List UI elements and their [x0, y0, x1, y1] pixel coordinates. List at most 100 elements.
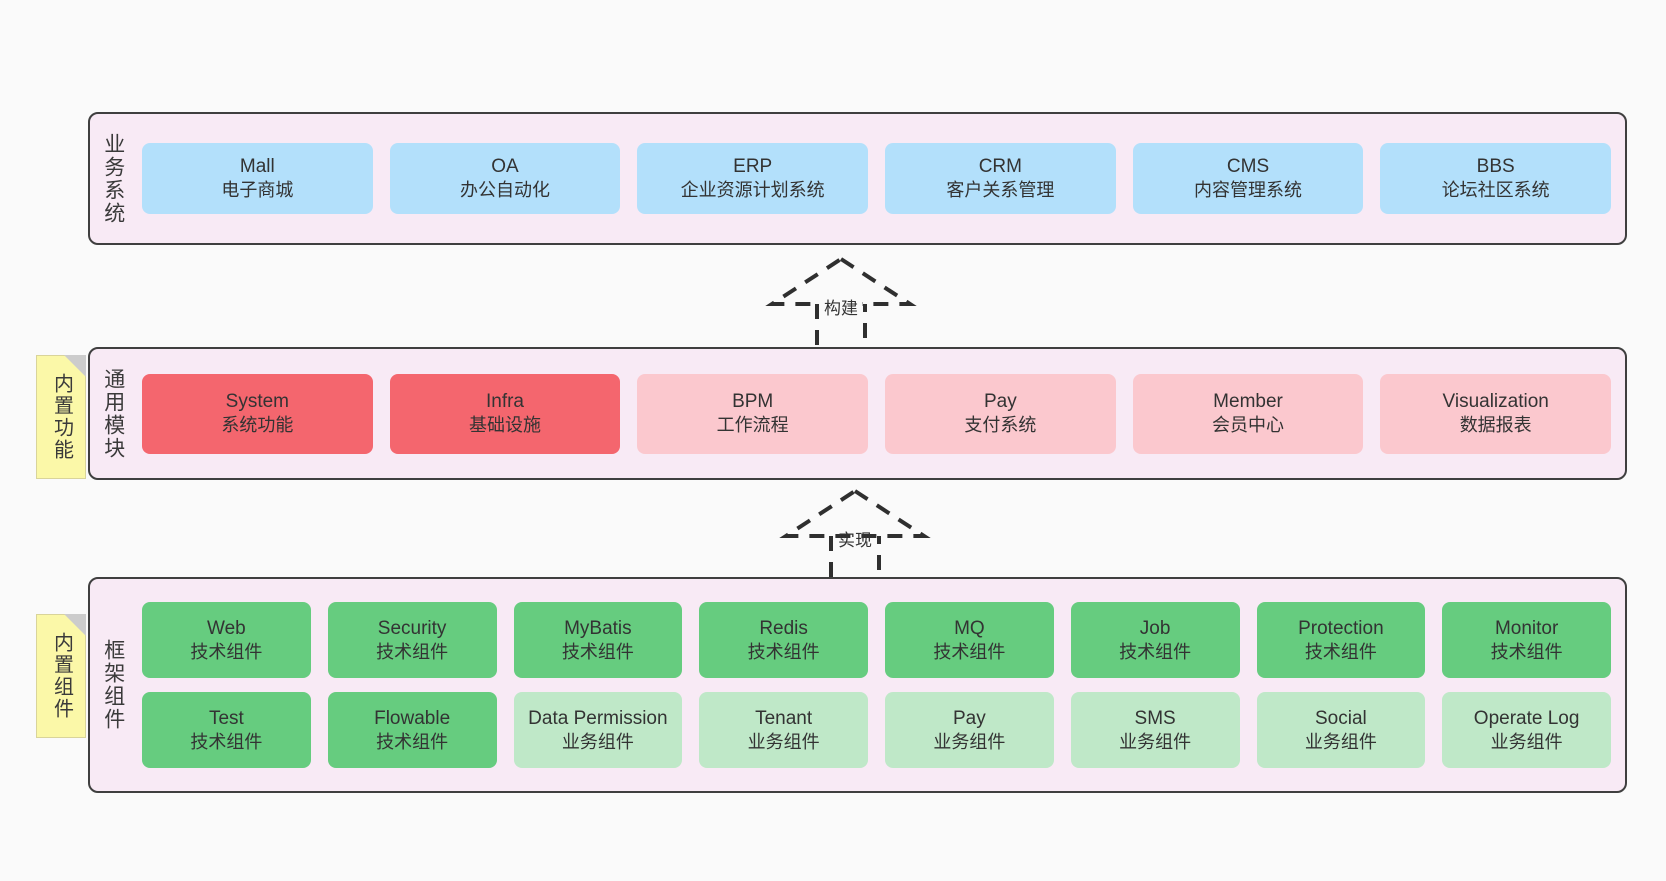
card-title: Flowable [374, 707, 451, 729]
card-title: OA [491, 156, 519, 178]
card-security[interactable]: Security 技术组件 [327, 602, 497, 678]
card-subtitle: 技术组件 [376, 731, 449, 752]
card-title: Tenant [755, 707, 813, 729]
card-title: Test [208, 707, 244, 729]
card-bbs[interactable]: BBS 论坛社区系统 [1380, 143, 1612, 214]
card-mybatis[interactable]: MyBatis 技术组件 [513, 602, 683, 678]
card-crm[interactable]: CRM 客户关系管理 [885, 143, 1116, 214]
card-protection[interactable]: Protection 技术组件 [1256, 602, 1426, 678]
card-pay-business[interactable]: Pay 业务组件 [885, 692, 1054, 768]
card-row: System 系统功能 Infra 基础设施 BPM 工作流程 Pay 支付系统… [142, 373, 1612, 454]
card-redis[interactable]: Redis 技术组件 [699, 602, 868, 678]
card-subtitle: 技术组件 [190, 731, 263, 752]
layer-title-framework-component: 框架组件 [101, 639, 125, 731]
card-title: CRM [978, 156, 1022, 178]
card-infra[interactable]: Infra 基础设施 [389, 373, 621, 454]
card-monitor[interactable]: Monitor 技术组件 [1442, 602, 1611, 678]
card-subtitle: 业务组件 [933, 731, 1006, 752]
connector-build: 构建 [756, 253, 926, 351]
card-system[interactable]: System 系统功能 [142, 373, 373, 454]
note-label: 内置功能 [50, 373, 73, 461]
card-subtitle: 技术组件 [747, 641, 820, 662]
card-subtitle: 业务组件 [561, 731, 634, 752]
card-subtitle: 业务组件 [1490, 731, 1563, 752]
card-flowable[interactable]: Flowable 技术组件 [327, 692, 497, 768]
card-title: Pay [953, 707, 986, 729]
card-title: Pay [983, 391, 1017, 413]
card-subtitle: 技术组件 [190, 641, 263, 662]
layer-body-business-system: Mall 电子商城 OA 办公自动化 ERP 企业资源计划系统 CRM 客户关系… [136, 114, 1625, 243]
card-oa[interactable]: OA 办公自动化 [389, 143, 621, 214]
card-title: Web [207, 617, 246, 639]
card-subtitle: 支付系统 [964, 415, 1037, 436]
card-social[interactable]: Social 业务组件 [1256, 692, 1426, 768]
card-title: Redis [759, 617, 808, 639]
card-subtitle: 基础设施 [469, 415, 541, 436]
card-sms[interactable]: SMS 业务组件 [1070, 692, 1240, 768]
card-subtitle: 技术组件 [561, 641, 634, 662]
card-title: SMS [1134, 707, 1176, 729]
card-subtitle: 业务组件 [1119, 731, 1192, 752]
card-title: System [225, 391, 290, 413]
card-subtitle: 系统功能 [221, 415, 294, 436]
card-subtitle: 企业资源计划系统 [680, 180, 825, 201]
layer-body-framework-component: Web 技术组件 Security 技术组件 MyBatis 技术组件 Redi… [136, 579, 1625, 791]
layer-common-module: 通用模块 System 系统功能 Infra 基础设施 BPM 工作流程 Pay… [88, 347, 1627, 480]
card-member[interactable]: Member 会员中心 [1132, 373, 1364, 454]
card-row: Mall 电子商城 OA 办公自动化 ERP 企业资源计划系统 CRM 客户关系… [142, 143, 1612, 214]
generalization-arrow-icon [765, 256, 917, 351]
connector-implement: 实现 [770, 485, 940, 583]
card-subtitle: 论坛社区系统 [1441, 180, 1550, 201]
card-subtitle: 内容管理系统 [1194, 180, 1303, 201]
card-mq[interactable]: MQ 技术组件 [885, 602, 1054, 678]
card-subtitle: 电子商城 [221, 180, 294, 201]
card-mall[interactable]: Mall 电子商城 [142, 143, 373, 214]
card-title: BPM [732, 391, 774, 413]
card-title: Monitor [1494, 617, 1559, 639]
card-subtitle: 会员中心 [1212, 415, 1285, 436]
card-subtitle: 业务组件 [747, 731, 820, 752]
layer-body-common-module: System 系统功能 Infra 基础设施 BPM 工作流程 Pay 支付系统… [136, 349, 1625, 478]
card-subtitle: 技术组件 [376, 641, 449, 662]
layer-title-business-system: 业务系统 [101, 132, 125, 225]
card-job[interactable]: Job 技术组件 [1070, 602, 1240, 678]
card-bpm[interactable]: BPM 工作流程 [637, 373, 869, 454]
card-title: Mall [239, 156, 275, 178]
card-title: ERP [733, 156, 773, 178]
card-tenant[interactable]: Tenant 业务组件 [699, 692, 868, 768]
card-pay[interactable]: Pay 支付系统 [885, 373, 1116, 454]
note-builtin-functions: 内置功能 [36, 355, 86, 479]
layer-framework-component: 框架组件 Web 技术组件 Security 技术组件 MyBatis 技术组件… [88, 577, 1627, 793]
card-title: BBS [1476, 156, 1515, 178]
card-subtitle: 办公自动化 [460, 180, 550, 201]
card-subtitle: 客户关系管理 [946, 180, 1055, 201]
card-test[interactable]: Test 技术组件 [142, 692, 311, 768]
card-subtitle: 工作流程 [716, 415, 789, 436]
card-cms[interactable]: CMS 内容管理系统 [1132, 143, 1364, 214]
layer-title-common-module: 通用模块 [101, 367, 125, 460]
card-subtitle: 技术组件 [1304, 641, 1377, 662]
card-title: Security [377, 617, 447, 639]
card-operate-log[interactable]: Operate Log 业务组件 [1442, 692, 1611, 768]
card-title: Operate Log [1473, 707, 1580, 729]
card-subtitle: 数据报表 [1459, 415, 1532, 436]
card-title: Data Permission [528, 707, 668, 729]
card-title: CMS [1226, 156, 1270, 178]
card-title: MQ [954, 617, 985, 639]
card-visualization[interactable]: Visualization 数据报表 [1380, 373, 1612, 454]
card-subtitle: 业务组件 [1304, 731, 1377, 752]
connector-label-build: 构建 [820, 293, 862, 320]
card-title: Visualization [1442, 391, 1549, 413]
generalization-arrow-icon [779, 488, 931, 583]
note-builtin-components: 内置组件 [36, 614, 86, 738]
card-data-permission[interactable]: Data Permission 业务组件 [513, 692, 683, 768]
card-title: Protection [1298, 617, 1384, 639]
card-web[interactable]: Web 技术组件 [142, 602, 311, 678]
card-subtitle: 技术组件 [933, 641, 1006, 662]
layer-business-system: 业务系统 Mall 电子商城 OA 办公自动化 ERP 企业资源计划系统 CRM… [88, 112, 1627, 245]
card-subtitle: 技术组件 [1490, 641, 1563, 662]
card-row: Test 技术组件 Flowable 技术组件 Data Permission … [142, 692, 1611, 768]
card-erp[interactable]: ERP 企业资源计划系统 [637, 143, 869, 214]
card-row: Web 技术组件 Security 技术组件 MyBatis 技术组件 Redi… [142, 602, 1611, 678]
